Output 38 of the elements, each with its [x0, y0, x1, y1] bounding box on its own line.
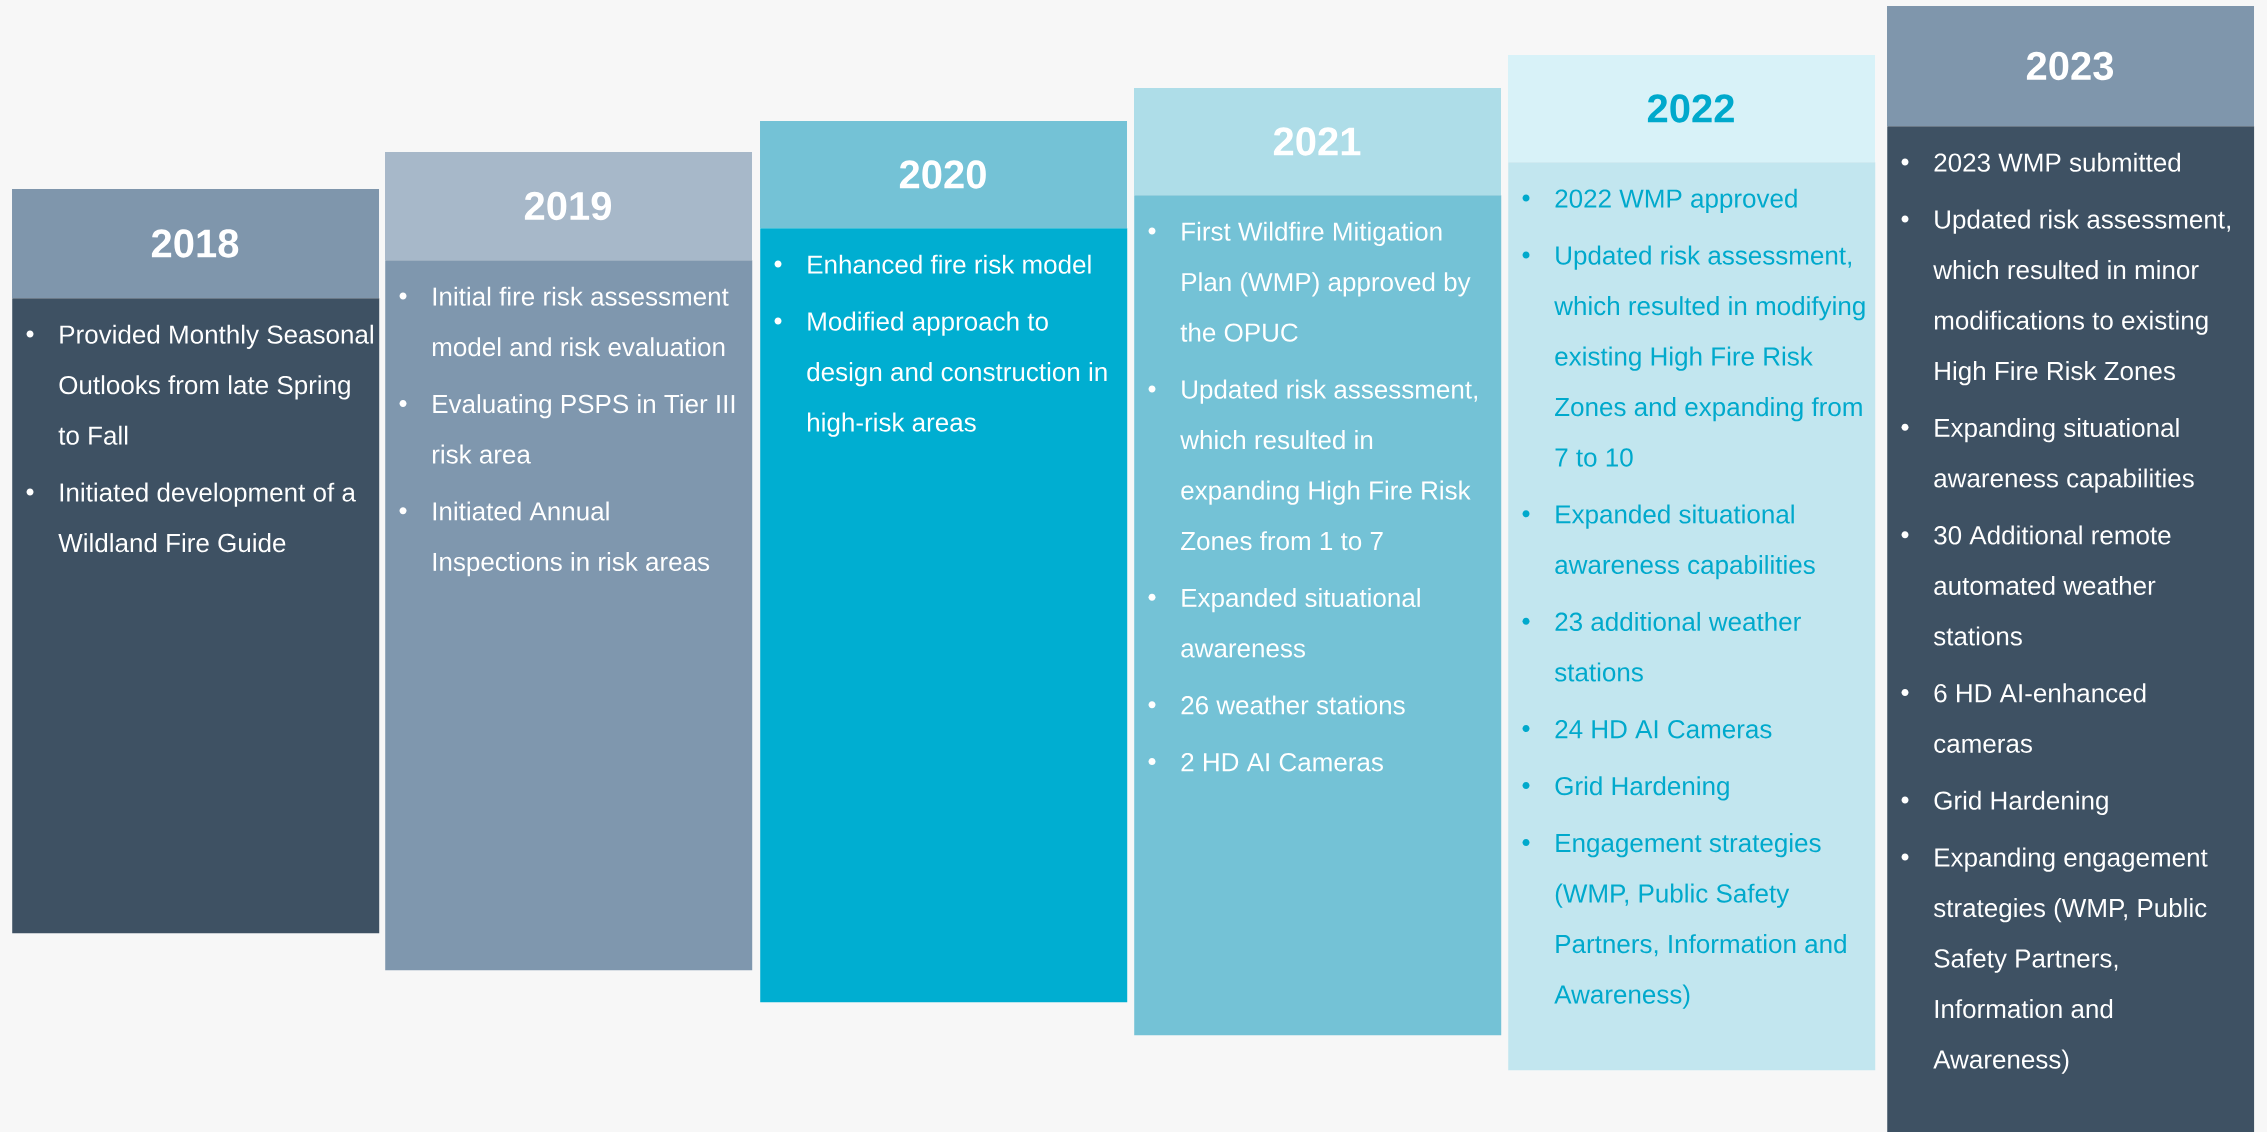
bullet-item: Updated risk assessment, which resulted in minor modifications to existing High Fire Risk Zones	[1933, 209, 2230, 386]
year-heading: 2021	[1273, 127, 1361, 156]
year-heading: 2020	[899, 160, 986, 189]
year-heading: 2018	[151, 229, 239, 258]
bullet-item: 30 Additional remote automated weather stations	[1933, 525, 2171, 646]
bullet-item: Expanded situational awareness capabilities	[1555, 504, 1815, 580]
year-heading: 2023	[2026, 51, 2114, 81]
bullet-item: Evaluating PSPS in Tier III risk area	[432, 394, 735, 464]
bullet-item: Updated risk assessment, which resulted in modifying existing High Fire Risk Zones and expanding from 7 to 10	[1554, 245, 1865, 467]
timeline-column	[760, 121, 1128, 1003]
year-heading: 2019	[524, 191, 611, 221]
bullet-item: Modified approach to design and construction in high-risk areas	[807, 311, 1107, 437]
bullet-item: Initial fire risk assessment model and risk evaluation	[432, 286, 729, 357]
bullet-item: Grid Hardening	[1934, 790, 2108, 815]
timeline-column	[12, 189, 380, 934]
bullet-item: Engagement strategies (WMP, Public Safety Partners, Information and Awareness)	[1554, 833, 1846, 1009]
bullet-item: Provided Monthly Seasonal Outlooks from late Spring to Fall	[58, 324, 373, 445]
timeline-column	[385, 152, 753, 971]
bullet-item: 24 HD AI Cameras	[1555, 720, 1772, 739]
bullet-item: Expanded situational awareness	[1181, 588, 1420, 658]
bullet-item: 2023 WMP submitted	[1934, 152, 2181, 172]
bullet-item: 6 HD AI-enhanced cameras	[1934, 683, 2146, 753]
bullet-item: Grid Hardening	[1555, 776, 1729, 801]
bullet-item: Initiated Annual Inspections in risk areas	[433, 501, 710, 577]
bullet-item: 23 additional weather stations	[1554, 611, 1801, 682]
timeline-column	[1508, 55, 1876, 1071]
timeline-column	[1134, 88, 1502, 1036]
bullet-item: 2 HD AI Cameras	[1181, 753, 1383, 772]
bullet-item: Initiated development of a Wildland Fire Guide	[58, 482, 356, 553]
bullet-item: 26 weather stations	[1181, 695, 1405, 715]
bullet-item: Expanding situational awareness capabilities	[1934, 418, 2194, 493]
bullet-item: Enhanced fire risk model	[808, 254, 1091, 274]
year-heading: 2022	[1647, 94, 1734, 123]
timeline-column	[1887, 6, 2255, 1132]
bullet-item: Updated risk assessment, which resulted in expanding High Fire Risk Zones from 1 to 7	[1180, 379, 1477, 551]
bullet-item: First Wildfire Mitigation Plan (WMP) approved by the OPUC	[1180, 221, 1471, 342]
bullet-item: 2022 WMP approved	[1555, 188, 1797, 213]
bullet-item: Expanding engagement strategies (WMP, Public Safety Partners, Information and Awareness)	[1933, 847, 2208, 1074]
